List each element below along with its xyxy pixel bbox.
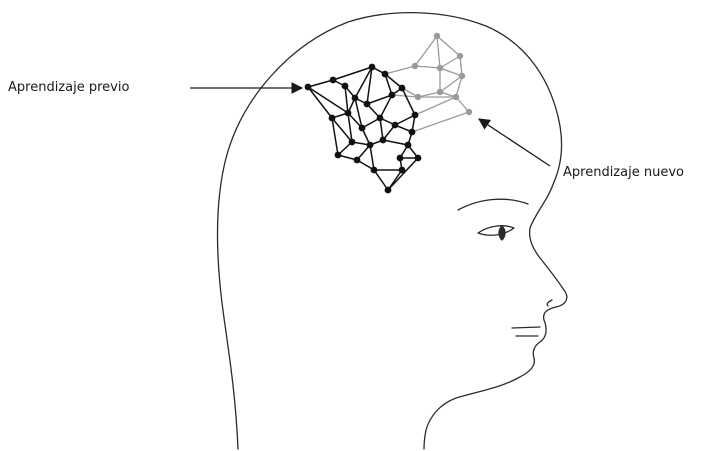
network-node [409,129,416,136]
network-link [308,87,348,113]
network-node [335,152,342,159]
network-link [418,92,440,97]
network-node [459,73,465,79]
nostril-outline [547,300,552,306]
brow-outline [458,199,528,210]
lips-outline [512,327,540,336]
network-node [342,83,349,90]
network-node [405,142,412,149]
network-link [370,145,374,170]
network-node [399,85,406,92]
network-link [385,66,415,74]
network-node [367,142,374,149]
network-link [374,170,388,190]
network-link [415,97,456,115]
network-link [437,36,460,56]
previous-learning-label: Aprendizaje previo [8,80,129,95]
network-node [382,71,389,78]
network-link [437,36,440,68]
new-learning-label: Aprendizaje nuevo [563,165,684,180]
network-node [349,139,356,146]
network-node [437,65,443,71]
network-node [389,92,396,99]
network-node [345,110,352,117]
network-node [329,115,336,122]
network-node [399,167,406,174]
network-node [352,95,359,102]
network-node [415,155,422,162]
head-outline [218,13,567,449]
network-node [412,112,419,119]
network-link [415,36,437,66]
face-profile-outline [424,182,567,449]
network-node [457,53,463,59]
new-learning-network [385,33,472,132]
network-node [330,77,337,84]
network-node [371,167,378,174]
network-node [305,84,312,91]
network-node [437,89,443,95]
network-link [440,56,460,68]
network-link [388,158,418,190]
network-node [359,125,366,132]
network-node [369,64,376,71]
new-learning-arrow [479,119,550,166]
network-node [385,187,392,194]
network-node [364,101,371,108]
network-node [397,155,404,162]
network-link [383,140,408,145]
network-node [354,157,361,164]
network-link [308,80,333,87]
network-link [440,68,462,76]
previous-learning-network [305,64,422,194]
network-link [415,66,440,68]
network-node [434,33,440,39]
network-node [380,137,387,144]
eye-icon [478,226,514,240]
network-node [377,115,384,122]
network-node [392,122,399,129]
network-link [412,112,469,132]
network-link [308,87,332,118]
